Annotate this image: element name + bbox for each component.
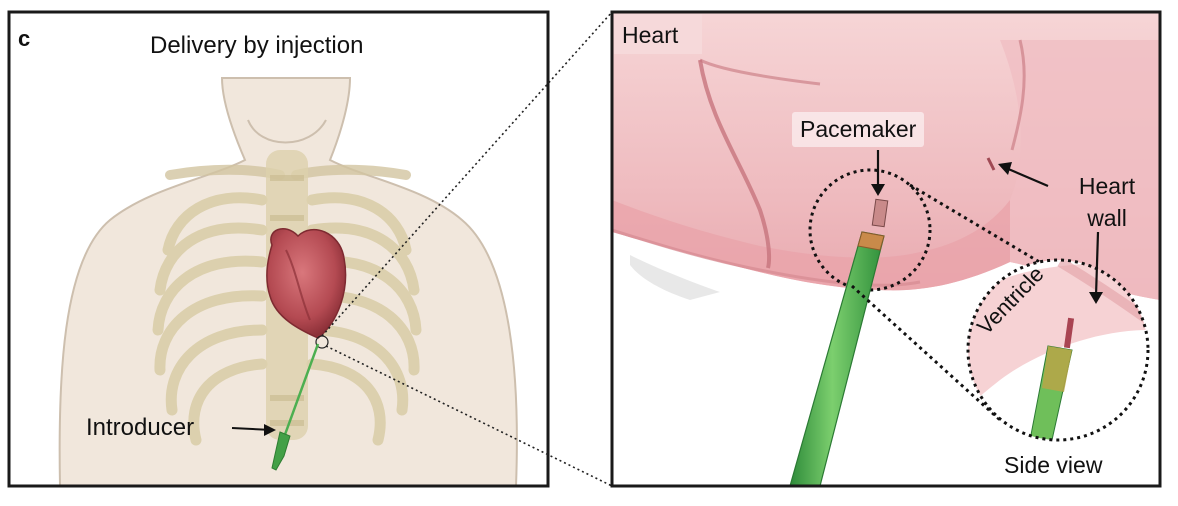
pacemaker-zoom-circle [808,168,932,292]
heart-closeup [612,12,1160,486]
side-view-circle [966,258,1150,442]
side-view-label: Side view [1004,452,1103,478]
pacemaker-icon [871,198,889,228]
left-panel-frame [7,10,550,488]
heart-wall-arrow-icon [998,162,1012,175]
side-view-arrow-icon [1089,292,1103,304]
panel-title: Delivery by injection [150,32,364,59]
pacemaker-label: Pacemaker [792,112,925,147]
introducer-device [271,431,291,471]
heart-icon [266,227,347,339]
zoom-guide-bottom [325,345,613,487]
panel-letter: c [18,26,31,51]
heart-wall-label-line1: Heart [1078,173,1136,199]
pacemaker-arrow-icon [871,184,885,196]
heart-wall-label: Heart wall [1052,170,1162,234]
right-panel-frame [610,10,1162,488]
introducer-label: Introducer [86,414,195,441]
heart-label: Heart [622,22,679,48]
heart-wall-label-line2: wall [1087,205,1127,231]
